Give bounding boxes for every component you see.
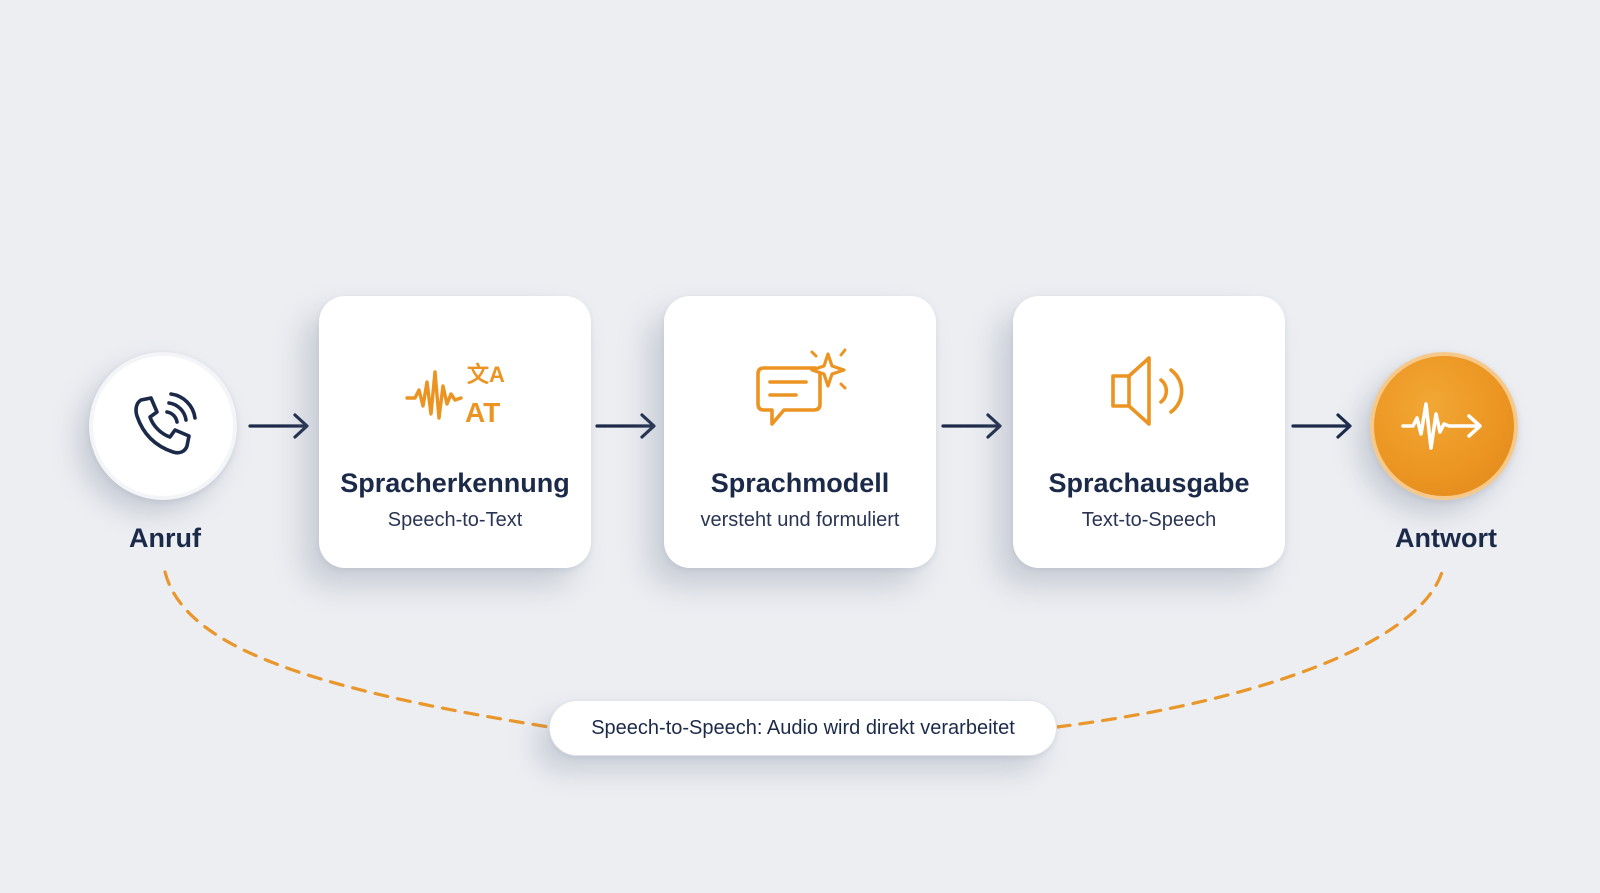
bypass-dashed-curve-right <box>1055 570 1444 729</box>
arrow-step1-to-step2 <box>595 413 656 439</box>
arrow-step3-to-end <box>1291 413 1352 439</box>
step-title: Sprachausgabe <box>1048 468 1250 498</box>
step-subtitle: versteht und formuliert <box>700 509 900 531</box>
step-title: Spracherkennung <box>340 468 570 498</box>
step-title: Sprachmodell <box>710 468 890 498</box>
phone-ringing-icon <box>134 392 197 455</box>
bypass-label-pill: Speech-to-Speech: Audio wird direkt vera… <box>549 700 1057 756</box>
speech-translate-icon: 文A AT <box>405 362 505 428</box>
step-card-speech-output: Sprachausgabe Text-to-Speech <box>1013 296 1285 568</box>
arrow-step2-to-step3 <box>941 413 1002 439</box>
step-card-language-model: Sprachmodell versteht und formuliert <box>664 296 936 568</box>
svg-text:AT: AT <box>465 397 500 428</box>
start-node <box>89 352 237 500</box>
bypass-dashed-curve-left <box>163 570 551 729</box>
step-card-speech-recognition: 文A AT Spracherkennung Speech-to-Text <box>319 296 591 568</box>
end-label: Antwort <box>1395 523 1497 553</box>
start-label: Anruf <box>129 523 201 553</box>
chat-sparkle-icon <box>756 348 847 426</box>
arrow-start-to-step1 <box>248 413 309 439</box>
waveform-arrow-icon <box>1401 402 1482 450</box>
end-node <box>1370 352 1518 500</box>
step-subtitle: Speech-to-Text <box>387 509 523 531</box>
bypass-label: Speech-to-Speech: Audio wird direkt vera… <box>591 716 1015 739</box>
speaker-icon <box>1111 356 1184 426</box>
step-subtitle: Text-to-Speech <box>1081 509 1217 531</box>
svg-text:文A: 文A <box>467 362 505 387</box>
